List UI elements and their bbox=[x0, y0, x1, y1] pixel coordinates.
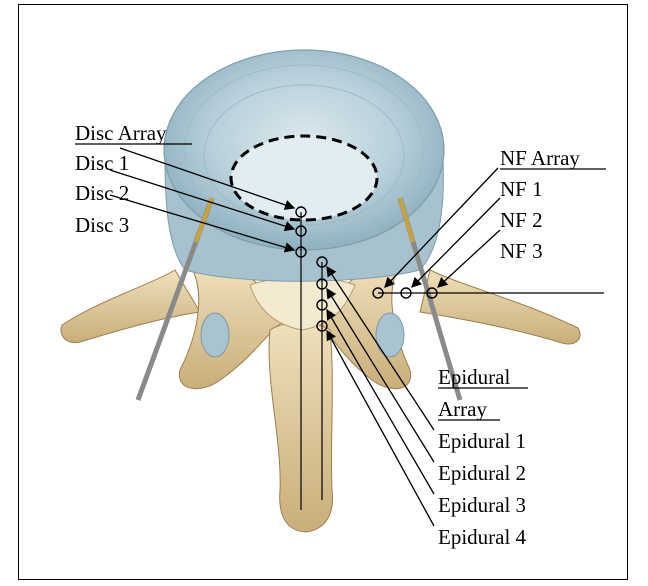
label-nf-array: NF Array bbox=[500, 146, 580, 170]
label-disc-2: Disc 2 bbox=[75, 181, 129, 205]
label-epidural-array-line1: Epidural bbox=[438, 365, 510, 389]
label-disc-1: Disc 1 bbox=[75, 151, 129, 175]
label-nf-1: NF 1 bbox=[500, 177, 543, 201]
leader-nf-3 bbox=[438, 230, 500, 287]
label-disc-array: Disc Array bbox=[75, 121, 167, 145]
label-nf-2: NF 2 bbox=[500, 208, 543, 232]
label-epidural-2: Epidural 2 bbox=[438, 461, 526, 485]
right-facet bbox=[376, 313, 404, 357]
label-epidural-array-line2: Array bbox=[438, 397, 487, 421]
label-epidural-3: Epidural 3 bbox=[438, 493, 526, 517]
label-epidural-4: Epidural 4 bbox=[438, 525, 527, 549]
label-nf-3: NF 3 bbox=[500, 239, 543, 263]
label-disc-3: Disc 3 bbox=[75, 213, 129, 237]
left-facet bbox=[201, 313, 229, 357]
intervertebral-disc bbox=[164, 50, 444, 281]
label-epidural-1: Epidural 1 bbox=[438, 429, 526, 453]
